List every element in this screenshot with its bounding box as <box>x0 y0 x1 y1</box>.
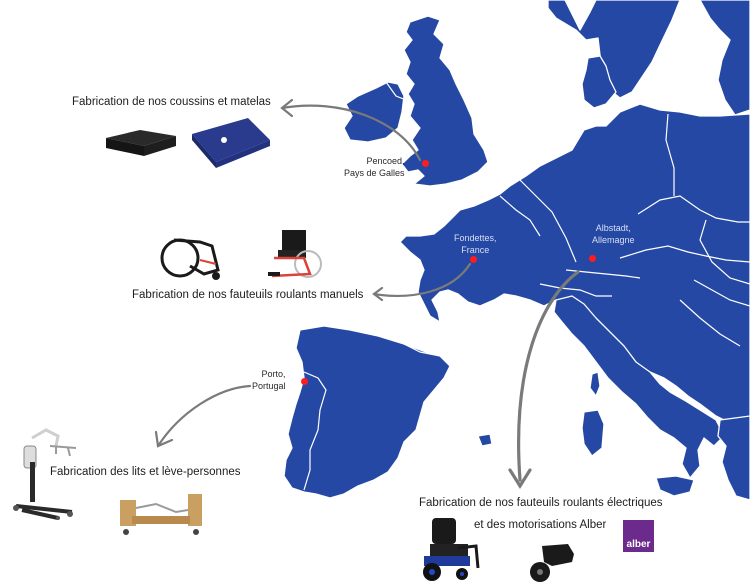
caption-beds-lifts: Fabrication des lits et lève-personnes <box>50 466 241 478</box>
city-name: Porto, <box>261 369 286 379</box>
border-balkans-2 <box>679 299 741 347</box>
border-benelux <box>499 195 541 237</box>
arrow-porto-head <box>154 430 174 448</box>
pin-porto[interactable] <box>301 378 308 385</box>
great-britain-landmass <box>401 15 489 187</box>
city-name: Fondettes, <box>454 233 497 243</box>
arrow-fondettes-head <box>372 286 384 302</box>
city-label-fondettes: Fondettes, France <box>454 232 497 256</box>
arrow-pencoed-head <box>280 98 294 118</box>
scandinavia-landmass <box>547 0 681 99</box>
italy-landmass <box>553 295 725 479</box>
alber-logo-text: alber <box>626 539 651 550</box>
corsica-landmass <box>589 371 601 397</box>
border-switzerland <box>539 283 612 297</box>
blue-mattress-image <box>192 118 270 168</box>
city-label-pencoed: Pencoed, Pays de Galles <box>344 155 405 179</box>
border-germany-poland <box>665 113 675 196</box>
red-frame-wheelchair-image <box>268 230 322 278</box>
city-label-albstadt: Albstadt, Allemagne <box>592 222 635 246</box>
border-ireland-uk <box>385 81 407 101</box>
city-region: Allemagne <box>592 235 635 245</box>
east-landmass <box>699 0 750 116</box>
arrow-albstadt-to-electric <box>517 270 580 482</box>
arrow-porto-to-beds <box>156 384 252 448</box>
alber-logo: alber <box>623 520 654 552</box>
border-balkans-3 <box>699 219 750 285</box>
alber-power-drive-image <box>530 544 574 582</box>
city-region: Pays de Galles <box>344 168 405 178</box>
border-france-germany <box>519 179 577 263</box>
caption-electric-line1: Fabrication de nos fauteuils roulants él… <box>419 497 663 509</box>
city-name: Pencoed, <box>366 156 405 166</box>
balkans-landmass <box>717 415 750 501</box>
border-spain-portugal <box>303 371 327 491</box>
border-spain-france <box>403 343 441 357</box>
sardinia-landmass <box>581 409 605 457</box>
city-name: Albstadt, <box>595 223 631 233</box>
city-label-porto: Porto, Portugal <box>252 368 286 392</box>
folding-wheelchair-image <box>160 238 220 280</box>
wooden-care-bed-image <box>120 494 202 535</box>
border-austria <box>619 245 750 263</box>
pin-fondettes[interactable] <box>470 256 477 263</box>
border-balkans <box>693 279 750 307</box>
black-cushion-image <box>106 130 176 156</box>
arrow-fondettes-to-manual <box>372 262 472 297</box>
patient-lift-image <box>13 428 77 520</box>
pin-pencoed[interactable] <box>422 160 429 167</box>
city-region: Portugal <box>252 381 286 391</box>
balearic-landmass <box>477 433 493 447</box>
caption-electric-line2: et des motorisations Alber <box>474 519 607 531</box>
caption-manual-wheelchairs: Fabrication de nos fauteuils roulants ma… <box>132 289 364 301</box>
city-region: France <box>461 245 490 255</box>
power-wheelchair-image <box>423 518 480 581</box>
denmark-landmass <box>581 55 617 109</box>
arrow-pencoed-to-cushions <box>280 104 422 162</box>
pin-albstadt[interactable] <box>589 255 596 262</box>
border-czech <box>637 195 750 223</box>
caption-cushions: Fabrication de nos coussins et matelas <box>72 96 271 108</box>
arrow-albstadt-head <box>508 468 532 490</box>
sicily-landmass <box>655 475 695 497</box>
